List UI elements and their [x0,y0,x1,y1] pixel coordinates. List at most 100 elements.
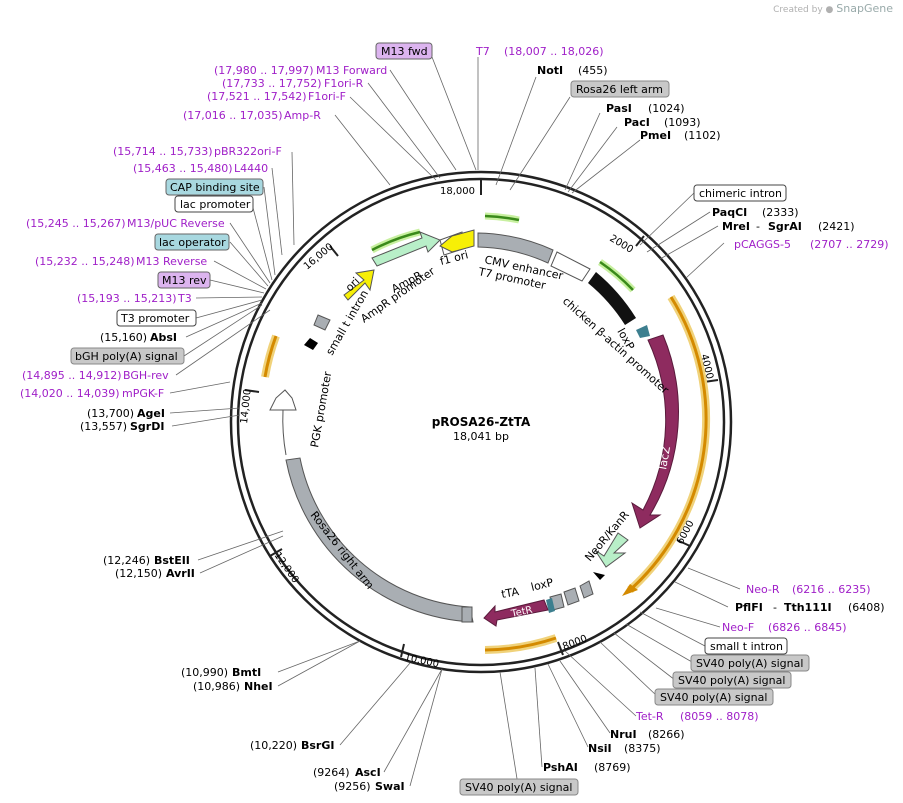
primer-neo-f: Neo-F [722,621,754,634]
pos-bgh-rev: (14,895 .. 14,912) [22,369,122,382]
label-small-t-intron-right: small t intron [710,640,783,653]
pos-pbr322ori-f: (15,714 .. 15,733) [113,145,213,158]
tag-rosa26-left [570,80,670,98]
tick-label-10000: 10,000 [403,652,440,670]
feature-sv40-1 [579,580,594,599]
feature-ori [343,269,375,301]
enzyme-paqci: PaqCI [712,206,747,219]
label-chimeric-intron: chimeric intron [699,187,782,200]
backbone-inner [236,177,726,667]
label-sv40-d: SV40 poly(A) signal [465,781,572,794]
feature-small-t-intron [304,338,318,350]
label-sv40-b: SV40 poly(A) signal [678,674,785,687]
tag-sv40-a [690,654,810,672]
enzyme-bsteii: BstEII [154,554,190,567]
feature-chimeric-intron [588,272,636,325]
label-lacz: lacZ [656,445,673,471]
enzyme-asci: AscI [355,766,381,779]
tick-label-18000: 18,000 [440,186,475,197]
label-tetr: TetR [509,605,533,620]
label-rosa26-right: Rosa26 right arm [308,509,377,592]
enzyme-bsrgi: BsrGI [301,739,334,752]
enzyme-absi: AbsI [150,331,177,344]
tick-label-16000: 16,000 [302,241,336,272]
pos-noti: (455) [578,64,608,77]
primer-t3: T3 [177,292,192,305]
pos-nhei: (10,986) [193,680,240,693]
feature-cmv-enhancer [477,232,554,264]
plasmid-length: 18,041 bp [453,430,509,443]
enzyme-sgrdi: SgrDI [130,420,164,433]
feature-loxp-1 [636,325,650,338]
pos-pcaggs5: (2707 .. 2729) [810,238,889,251]
plasmid-name: pROSA26-ZtTA [432,415,531,429]
enzyme-pflfi: PflFI [735,601,763,614]
tag-lac-operator [154,233,230,251]
enzyme-nrui: NruI [610,728,637,741]
primer-f1ori-r: F1ori-R [324,77,364,90]
pos-sgrdi: (13,557) [80,420,127,433]
label-sv40-a: SV40 poly(A) signal [696,657,803,670]
label-cap-binding: CAP binding site [170,181,260,194]
primer-mpgk-f: mPGK-F [122,387,164,400]
pos-paqci: (2333) [762,206,799,219]
backbone-outer [229,170,733,674]
tick-14000 [244,389,260,393]
pos-tet-r: (8059 .. 8078) [680,710,759,723]
feature-small-t-marker [593,572,605,580]
pos-bsteii: (12,246) [103,554,150,567]
orange-arc-1-head [622,584,638,596]
tag-cap-binding [165,178,264,196]
sep-mrei: - [756,220,760,233]
pos-bsrgi: (10,220) [250,739,297,752]
label-rosa26-left: Rosa26 left arm [576,83,663,96]
primer-f1ori-f: F1ori-F [308,90,346,103]
primer-tet-r: Tet-R [635,710,664,723]
enzyme-pshai: PshAI [543,761,578,774]
pos-bmti: (10,990) [181,666,228,679]
tick-label-14000: 14,000 [239,388,254,424]
pos-l4440: (15,463 .. 15,480) [133,162,233,175]
credit-brand: SnapGene [836,2,893,15]
pos-agei: (13,700) [87,407,134,420]
enzyme-mrei: MreI [722,220,750,233]
green-arc-2 [599,260,634,291]
feature-sv40-2 [563,587,580,606]
primer-bgh-rev: BGH-rev [123,369,169,382]
feature-rosa26-end [461,606,473,623]
primer-t7: T7 [475,45,490,58]
sep-pflfi: - [773,601,777,614]
tick-8000 [557,641,564,656]
label-tta: tTA [500,585,520,601]
enzyme-paci: PacI [624,116,650,129]
label-lac-operator: lac operator [159,236,226,249]
enzyme-pasi: PasI [606,102,632,115]
snapgene-credit: Created by ● SnapGene [773,2,893,15]
feature-tetr [483,599,549,627]
tag-sv40-d [459,778,579,796]
tick-6000 [676,539,691,547]
pos-tth111i: (6408) [848,601,885,614]
tick-10000 [400,643,405,658]
pos-asci: (9264) [313,766,350,779]
primer-l4440: L4440 [234,162,268,175]
pos-m13-reverse: (15,232 .. 15,248) [35,255,135,268]
pos-sgrai: (2421) [818,220,855,233]
pos-paci: (1093) [664,116,701,129]
pos-nsii: (8375) [624,742,661,755]
feature-ampr [371,231,441,267]
pos-m13-forward: (17,980 .. 17,997) [214,64,314,77]
tag-t3-promoter [116,309,197,327]
credit-prefix: Created by [773,5,823,15]
pos-neo-r: (6216 .. 6235) [792,583,871,596]
pos-nrui: (8266) [648,728,685,741]
pos-t3: (15,193 .. 15,213) [77,292,177,305]
pos-f1ori-r: (17,733 .. 17,752) [222,77,322,90]
tick-label-2000: 2000 [607,233,634,256]
enzyme-noti: NotI [537,64,563,77]
pos-neo-f: (6826 .. 6845) [768,621,847,634]
tick-2000 [635,235,645,247]
label-bgh: bGH poly(A) signal [75,350,178,363]
feature-rosa26-right-arm [285,457,474,623]
label-loxp-2: loxP [530,576,555,594]
